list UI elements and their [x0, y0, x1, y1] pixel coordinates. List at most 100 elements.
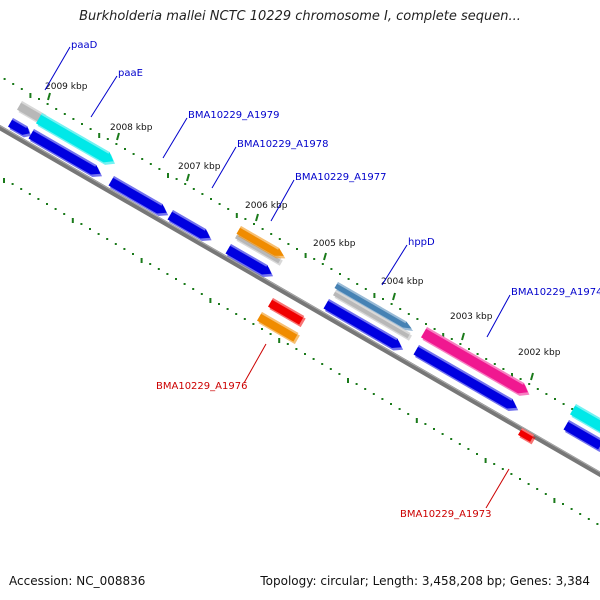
scale-dot [270, 233, 273, 235]
gene-steel-hppD[interactable] [334, 282, 414, 332]
tick-2009 [47, 92, 51, 101]
feature-highlight [574, 404, 600, 421]
scale-dot [587, 518, 590, 520]
scale-dot [286, 343, 289, 345]
scale-dot [209, 298, 212, 303]
gene-red-A1973[interactable] [518, 428, 536, 445]
label-line-A1977 [270, 179, 295, 222]
scale-dot [433, 428, 435, 430]
feature-highlight [334, 290, 411, 335]
gene-blue-A1978[interactable] [167, 210, 212, 242]
gene-orange-A1976[interactable] [257, 312, 300, 345]
scale-dot [536, 488, 539, 490]
scale-dot [115, 143, 118, 145]
gene-label-paaE[interactable]: paaE [118, 68, 143, 79]
gene-label-A1973[interactable]: BMA10229_A1973 [400, 509, 491, 520]
tick-2008 [116, 132, 120, 141]
scale-dot [424, 423, 427, 425]
scale-dot [313, 258, 316, 260]
gene-red-A1976[interactable] [268, 298, 306, 328]
gene-cyan-paaE[interactable] [36, 113, 115, 165]
gene-label-A1978[interactable]: BMA10229_A1978 [237, 139, 328, 150]
label-line-A1974 [486, 294, 511, 338]
scale-dot [252, 323, 255, 325]
gene-magenta-A1974[interactable] [421, 327, 530, 396]
gene-label-paaD[interactable]: paaD [71, 40, 98, 51]
gene-cyan-edge[interactable] [570, 404, 600, 437]
scale-dot [347, 378, 349, 383]
scale-dot [235, 313, 238, 315]
topology-text: Topology: circular; Length: 3,458,208 bp… [260, 574, 590, 588]
feature-highlight [520, 428, 535, 437]
scale-dot [287, 243, 290, 245]
feature-highlight [328, 299, 398, 341]
scale-dot [89, 228, 91, 230]
scale-dot [510, 473, 513, 475]
scale-dot [390, 403, 392, 405]
label-line-A1979 [162, 117, 188, 159]
gene-label-hppD[interactable]: hppD [408, 237, 435, 248]
scale-dot [175, 178, 178, 180]
gene-blue-edge[interactable] [563, 420, 600, 453]
feature-body [17, 101, 47, 124]
scale-dot [330, 268, 333, 270]
scale-dot [200, 293, 203, 295]
scale-dot [192, 288, 195, 290]
gene-blue-A1979[interactable] [108, 176, 169, 217]
gene-label-A1977[interactable]: BMA10229_A1977 [295, 172, 386, 183]
scale-dot [571, 408, 574, 410]
scale-dot [304, 353, 306, 355]
scale-dot [468, 348, 470, 350]
scale-dot [450, 338, 453, 340]
gene-blue-hppD[interactable] [323, 299, 404, 351]
scale-dot [149, 263, 152, 265]
kbp-label-2003: 2003 kbp [450, 312, 493, 322]
scale-dot [312, 358, 315, 360]
scale-dot [399, 308, 402, 310]
scale-dot [227, 208, 230, 210]
accession-text: Accession: NC_008836 [9, 574, 146, 588]
scale-dot [485, 358, 488, 360]
scale-dot [579, 513, 582, 515]
scale-dot [382, 298, 384, 300]
scale-dot [244, 218, 247, 220]
scale-dot [321, 263, 324, 265]
scale-dot [218, 203, 221, 205]
scale-dot [38, 98, 40, 100]
scale-dot [493, 363, 496, 365]
scale-dot [519, 378, 522, 380]
gene-label-A1974[interactable]: BMA10229_A1974 [511, 287, 600, 298]
gene-blue-A1977[interactable] [225, 244, 274, 278]
label-line-A1973 [485, 468, 510, 509]
scale-dot [132, 253, 134, 255]
scale-dot [338, 373, 341, 375]
label-line-paaE [90, 75, 118, 118]
scale-dot [415, 418, 418, 423]
feature-body [413, 345, 517, 409]
scale-dot [381, 398, 384, 400]
scale-dot [81, 123, 83, 125]
gene-blue-A1974[interactable] [413, 345, 519, 412]
scale-dot [441, 433, 444, 435]
scale-dot [123, 248, 126, 250]
scale-dot [3, 178, 5, 183]
gene-blue-2009[interactable] [8, 118, 32, 138]
scale-dot [140, 258, 143, 263]
scale-dot [355, 383, 358, 385]
gene-label-A1979[interactable]: BMA10229_A1979 [188, 110, 279, 121]
scale-dot [356, 283, 359, 285]
gene-blue-paaE[interactable] [28, 129, 103, 178]
gene-label-A1976[interactable]: BMA10229_A1976 [156, 381, 247, 392]
feature-highlight [172, 210, 206, 231]
kbp-label-2008: 2008 kbp [110, 123, 153, 133]
gene-orange-A1977[interactable] [236, 226, 286, 259]
scale-dot [183, 283, 186, 285]
scale-dot [407, 413, 410, 415]
scale-dot [149, 163, 152, 165]
gene-gray-hppD[interactable] [333, 290, 412, 341]
scale-dot [72, 118, 75, 120]
scale-dot [218, 303, 220, 305]
scale-dot [373, 293, 376, 298]
scale-dot [536, 388, 539, 390]
scale-dot [528, 383, 531, 385]
